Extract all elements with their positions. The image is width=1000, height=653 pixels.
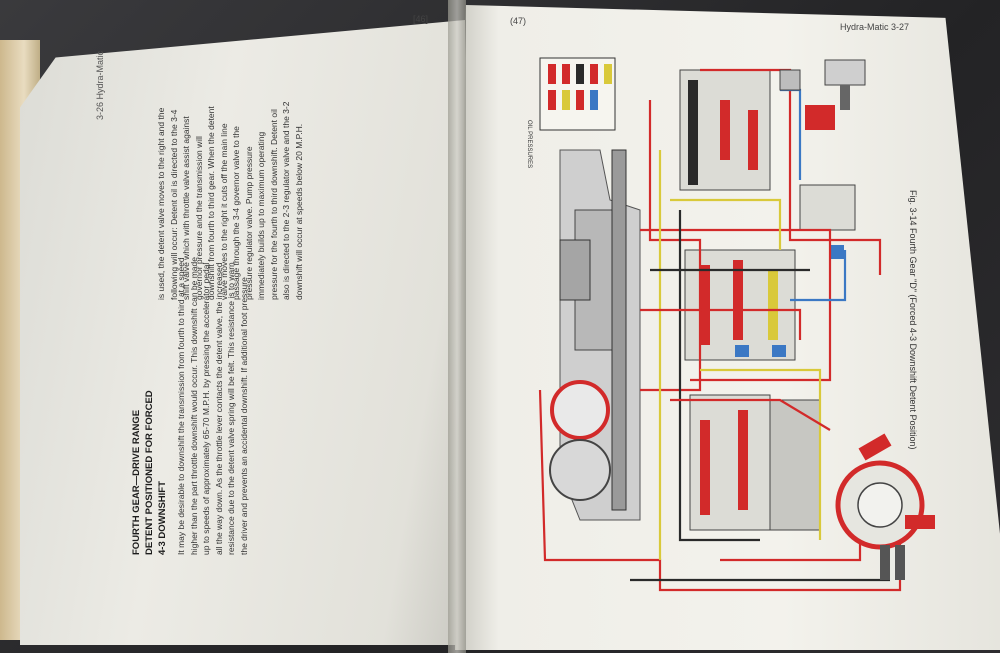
oil-passages xyxy=(538,68,902,592)
valve-body xyxy=(679,69,856,531)
book-gutter xyxy=(448,0,466,653)
right-page-number: (47) xyxy=(510,16,527,26)
oil-pressure-legend xyxy=(539,57,616,131)
pressure-regulator xyxy=(779,59,866,110)
left-page-number: [46] xyxy=(413,14,429,24)
transmission-casting xyxy=(549,149,641,521)
left-page xyxy=(20,20,465,645)
right-running-head: Hydra-Matic 3-27 xyxy=(840,22,910,32)
governor-assembly xyxy=(835,433,935,580)
